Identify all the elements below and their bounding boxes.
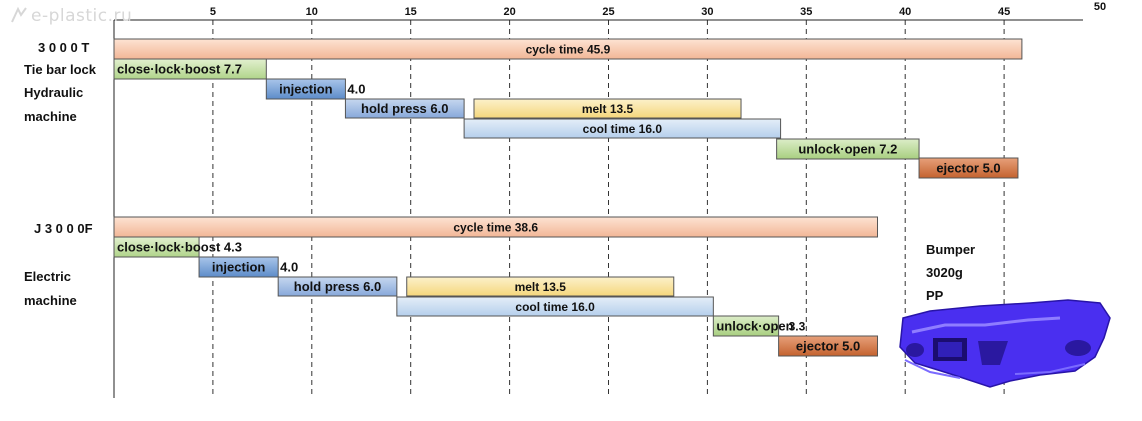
x-tick-label: 10: [306, 6, 318, 18]
group2-label-line3: Electric: [24, 269, 71, 284]
bar-hold: [277, 276, 398, 297]
group1-label-line4: machine: [24, 109, 77, 124]
x-tick-label: 50: [1094, 1, 1106, 13]
logo-icon: [11, 6, 27, 23]
x-tick-label: 30: [701, 6, 713, 18]
bar-label: cool time 16.0: [583, 122, 663, 136]
bar-label: hold press 6.0: [361, 101, 448, 116]
group1-label-line2: Tie bar lock: [24, 62, 97, 77]
bar-label: ejector 5.0: [796, 339, 860, 354]
bar-label: injection: [279, 82, 333, 97]
bar-cycle: [113, 38, 1023, 60]
bar-value: 4.0: [280, 260, 298, 275]
bar-label: ejector 5.0: [936, 161, 1000, 176]
x-tick-label: 45: [998, 6, 1010, 18]
grid-layer: [212, 20, 1005, 398]
bar-label: unlock·open: [716, 319, 793, 334]
bar-injection: [198, 256, 279, 278]
product-weight: 3020g: [926, 265, 963, 280]
bar-cool: [463, 118, 782, 139]
bar-unlock: [776, 138, 920, 160]
bar-close: [113, 58, 267, 80]
bar-cool: [396, 296, 714, 317]
x-tick-label: 25: [602, 6, 614, 18]
bar-label: cycle time 45.9: [526, 43, 611, 57]
x-axis: 5 10 15 20 25 30 35 40 45 50: [113, 1, 1106, 398]
x-tick-label: 20: [503, 6, 515, 18]
bar-ejector: [918, 157, 1019, 179]
bumper-image: [899, 299, 1111, 388]
bar-cycle: [113, 216, 879, 238]
group2-model-label: J 3 0 0 0F: [34, 221, 93, 236]
x-tick-label: 35: [800, 6, 812, 18]
bar-value: 4.0: [347, 82, 365, 97]
bar-label: injection: [212, 260, 266, 275]
bar-label: hold press 6.0: [294, 279, 381, 294]
group1-model-label: 3 0 0 0 T: [38, 40, 90, 55]
bar-label: cool time 16.0: [515, 300, 595, 314]
bar-label: close·lock·boost 4.3: [117, 240, 242, 255]
bar-unlock: [712, 315, 780, 337]
product-material: PP: [926, 288, 944, 303]
bar-label: melt 13.5: [515, 280, 567, 294]
bar-melt: [473, 98, 742, 119]
bar-label: close·lock·boost 7.7: [117, 62, 242, 77]
bar-melt: [406, 276, 675, 297]
bar-value: 3.3: [789, 320, 806, 334]
bar-label: unlock·open 7.2: [798, 142, 897, 157]
watermark-text: e-plastic.ru: [31, 6, 133, 26]
watermark: e-plastic.ru: [10, 6, 132, 26]
x-tick-label: 40: [899, 6, 911, 18]
bar-injection: [265, 78, 346, 100]
bars-layer: cycle time 45.9 close·lock·boost 7.7 injec…: [113, 38, 1023, 357]
product-name: Bumper: [926, 242, 976, 257]
group2-label-line4: machine: [24, 293, 77, 308]
x-tick-label: 5: [210, 6, 216, 18]
bar-close: [113, 236, 200, 258]
group1-label-line3: Hydraulic: [24, 85, 84, 100]
bar-hold: [344, 98, 465, 119]
bar-ejector: [778, 335, 879, 357]
bar-label: cycle time 38.6: [453, 221, 538, 235]
x-tick-label: 15: [405, 6, 417, 18]
bar-label: melt 13.5: [582, 102, 634, 116]
